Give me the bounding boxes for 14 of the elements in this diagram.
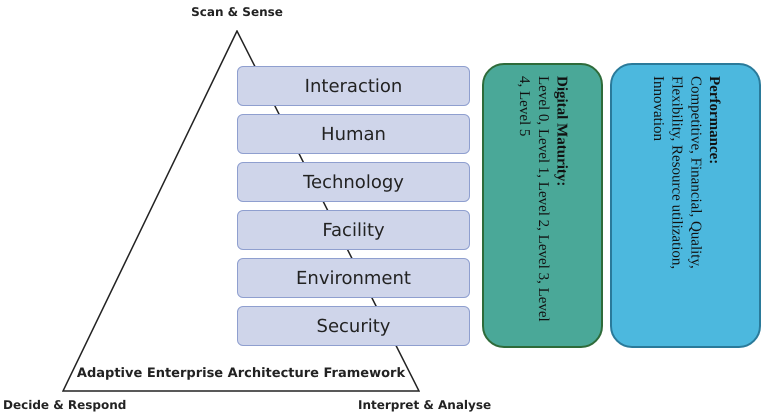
layer-box: Human xyxy=(237,114,470,154)
layer-box: Facility xyxy=(237,210,470,250)
corner-label: Interpret & Analyse xyxy=(358,398,492,412)
corner-label: Decide & Respond xyxy=(3,398,126,412)
layer-box: Technology xyxy=(237,162,470,202)
framework-title: Adaptive Enterprise Architecture Framework xyxy=(76,366,406,381)
corner-label: Scan & Sense xyxy=(191,5,283,19)
category-card xyxy=(482,63,603,348)
category-card xyxy=(610,63,761,348)
category-text: Performance: Competitive, Financial, Quality, Flexibility, Resource utilization, Innovation xyxy=(648,76,723,271)
layer-box: Environment xyxy=(237,258,470,298)
category-text: Digital Maturity: Level 0, Level 1, Level 2, Level 3, Level 4, Level 5 xyxy=(515,76,571,324)
layer-box: Security xyxy=(237,306,470,346)
layer-box: Interaction xyxy=(237,66,470,106)
